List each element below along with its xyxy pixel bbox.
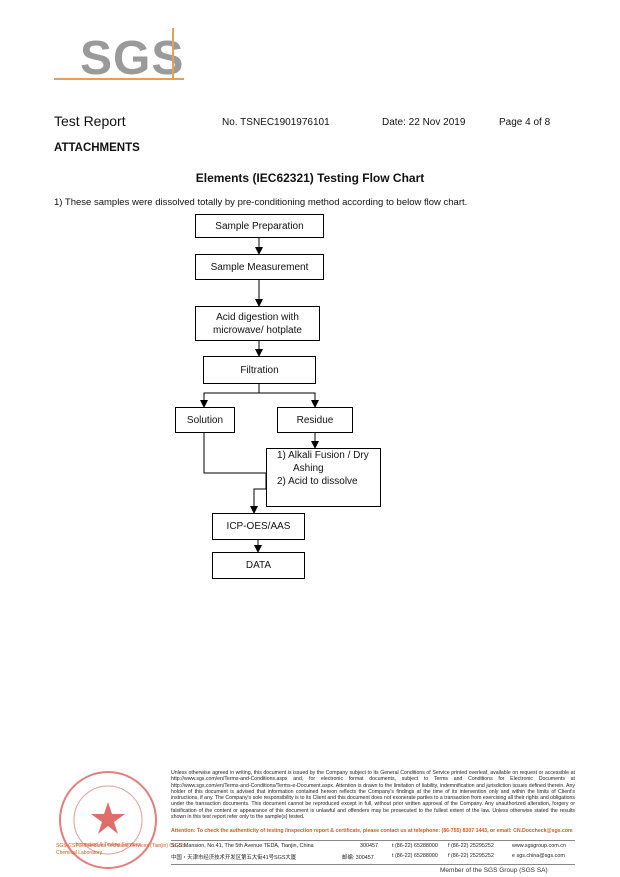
- report-date: Date: 22 Nov 2019: [382, 117, 466, 128]
- box-residue: Residue: [277, 407, 353, 433]
- group-membership: Member of the SGS Group (SGS SA): [440, 867, 548, 874]
- phone-english: t (86-22) 65288000: [392, 843, 438, 849]
- zip-chinese: 邮编: 300457: [342, 855, 374, 861]
- acid-digestion-line-1: Acid digestion with: [216, 311, 299, 323]
- alkali-line-2: Ashing: [293, 463, 324, 474]
- lab-name-line-1: SGS-CSTC Standards Technical Services (T…: [56, 843, 187, 849]
- method-note: 1) These samples were dissolved totally …: [54, 197, 468, 208]
- company-seal: Inspection & Testing Services: [59, 771, 157, 869]
- email-link[interactable]: e sgs.china@sgs.com: [512, 853, 565, 859]
- acid-digestion-line-2: microwave/ hotplate: [213, 324, 302, 336]
- arrow-to-icp: [250, 473, 267, 514]
- fax-english: f (86-22) 25295252: [448, 843, 494, 849]
- legal-disclaimer: Unless otherwise agreed in writing, this…: [171, 770, 575, 821]
- arrow-filter-to-solution: [200, 384, 260, 408]
- phone-chinese: t (86-22) 65288000: [392, 853, 438, 859]
- box-acid-digestion: Acid digestion with microwave/ hotplate: [195, 306, 320, 341]
- box-filtration: Filtration: [203, 356, 316, 384]
- box-icp-oes-aas: ICP-OES/AAS: [212, 513, 305, 540]
- zip-english: 300457: [360, 843, 378, 849]
- footer-divider-top: [171, 840, 575, 841]
- box-sample-measurement: Sample Measurement: [195, 254, 324, 280]
- lab-name: SGS-CSTC Standards Technical Services (T…: [56, 843, 187, 857]
- logo-rule: [54, 78, 184, 80]
- address-chinese: 中国・天津市经济技术开发区第五大街41号SGS大厦: [171, 855, 297, 861]
- address-english: SGS Mansion, No.41, The 5th Avenue TEDA,…: [171, 843, 314, 849]
- box-data: DATA: [212, 552, 305, 579]
- box-solution: Solution: [175, 407, 235, 433]
- section-heading: ATTACHMENTS: [54, 142, 140, 154]
- footer-divider-bottom: [171, 864, 575, 865]
- sgs-logo: SGS: [54, 28, 184, 85]
- flow-chart-title: Elements (IEC62321) Testing Flow Chart: [195, 171, 425, 185]
- line-solution-join: [203, 433, 266, 474]
- website-link[interactable]: www.sgsgroup.com.cn: [512, 843, 566, 849]
- logo-rule-vertical: [172, 28, 174, 80]
- fax-chinese: f (86-22) 25295252: [448, 853, 494, 859]
- page-number: Page 4 of 8: [499, 117, 551, 128]
- logo-text: SGS: [80, 32, 185, 85]
- box-alkali-fusion: 1) Alkali Fusion / Dry Ashing 2) Acid to…: [266, 448, 381, 507]
- arrow-filter-to-residue: [259, 392, 316, 407]
- seal-label: Inspection & Testing Services: [75, 842, 141, 848]
- lab-name-line-2: Chemical Laboratory: [56, 850, 103, 856]
- report-title: Test Report: [54, 113, 126, 129]
- box-sample-preparation: Sample Preparation: [195, 214, 324, 238]
- authenticity-notice: Attention: To check the authenticity of …: [171, 828, 573, 834]
- alkali-line-1: 1) Alkali Fusion / Dry: [277, 450, 369, 461]
- report-number: No. TSNEC1901976101: [222, 117, 330, 128]
- alkali-line-3: 2) Acid to dissolve: [277, 476, 358, 487]
